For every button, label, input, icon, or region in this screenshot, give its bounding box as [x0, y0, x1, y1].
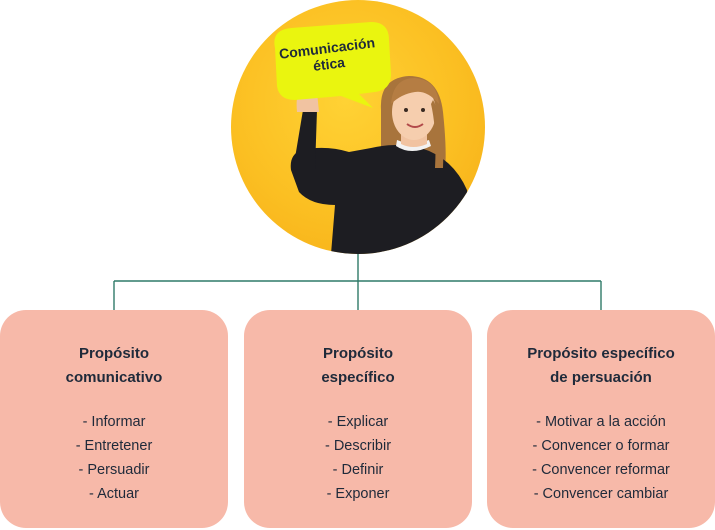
- card-title-line-1: Propósito: [79, 345, 149, 362]
- card-proposito-especifico: Propósito específico - Explicar - Descri…: [244, 310, 472, 528]
- central-photo-circle: [231, 0, 485, 254]
- list-item: - Convencer o formar: [532, 438, 670, 454]
- list-item: - Exponer: [326, 486, 390, 502]
- list-item: - Persuadir: [78, 462, 150, 478]
- card-list: - Explicar - Describir - Definir - Expon…: [244, 410, 472, 506]
- list-item: - Convencer reformar: [532, 462, 670, 478]
- list-item: - Convencer cambiar: [533, 486, 669, 502]
- card-title: Propósito específico de persuación: [487, 342, 715, 390]
- card-proposito-comunicativo: Propósito comunicativo - Informar - Entr…: [0, 310, 228, 528]
- card-title-line-2: comunicativo: [65, 369, 163, 386]
- woman-illustration: [274, 22, 475, 254]
- list-item: - Entretener: [75, 438, 153, 454]
- list-item: - Describir: [324, 438, 392, 454]
- card-title-line-1: Propósito: [323, 345, 393, 362]
- list-item: - Definir: [332, 462, 384, 478]
- list-item: - Explicar: [327, 414, 389, 430]
- card-title-line-2: específico: [321, 369, 395, 386]
- card-title: Propósito comunicativo: [0, 342, 228, 390]
- card-title: Propósito específico: [244, 342, 472, 390]
- list-item: - Informar: [82, 414, 146, 430]
- card-title-line-2: de persuación: [550, 369, 652, 386]
- card-title-line-1: Propósito específico: [527, 345, 675, 362]
- card-list: - Informar - Entretener - Persuadir - Ac…: [0, 410, 228, 506]
- card-list: - Motivar a la acción - Convencer o form…: [487, 410, 715, 506]
- list-item: - Actuar: [89, 486, 139, 502]
- card-proposito-persuasion: Propósito específico de persuación - Mot…: [487, 310, 715, 528]
- list-item: - Motivar a la acción: [536, 414, 666, 430]
